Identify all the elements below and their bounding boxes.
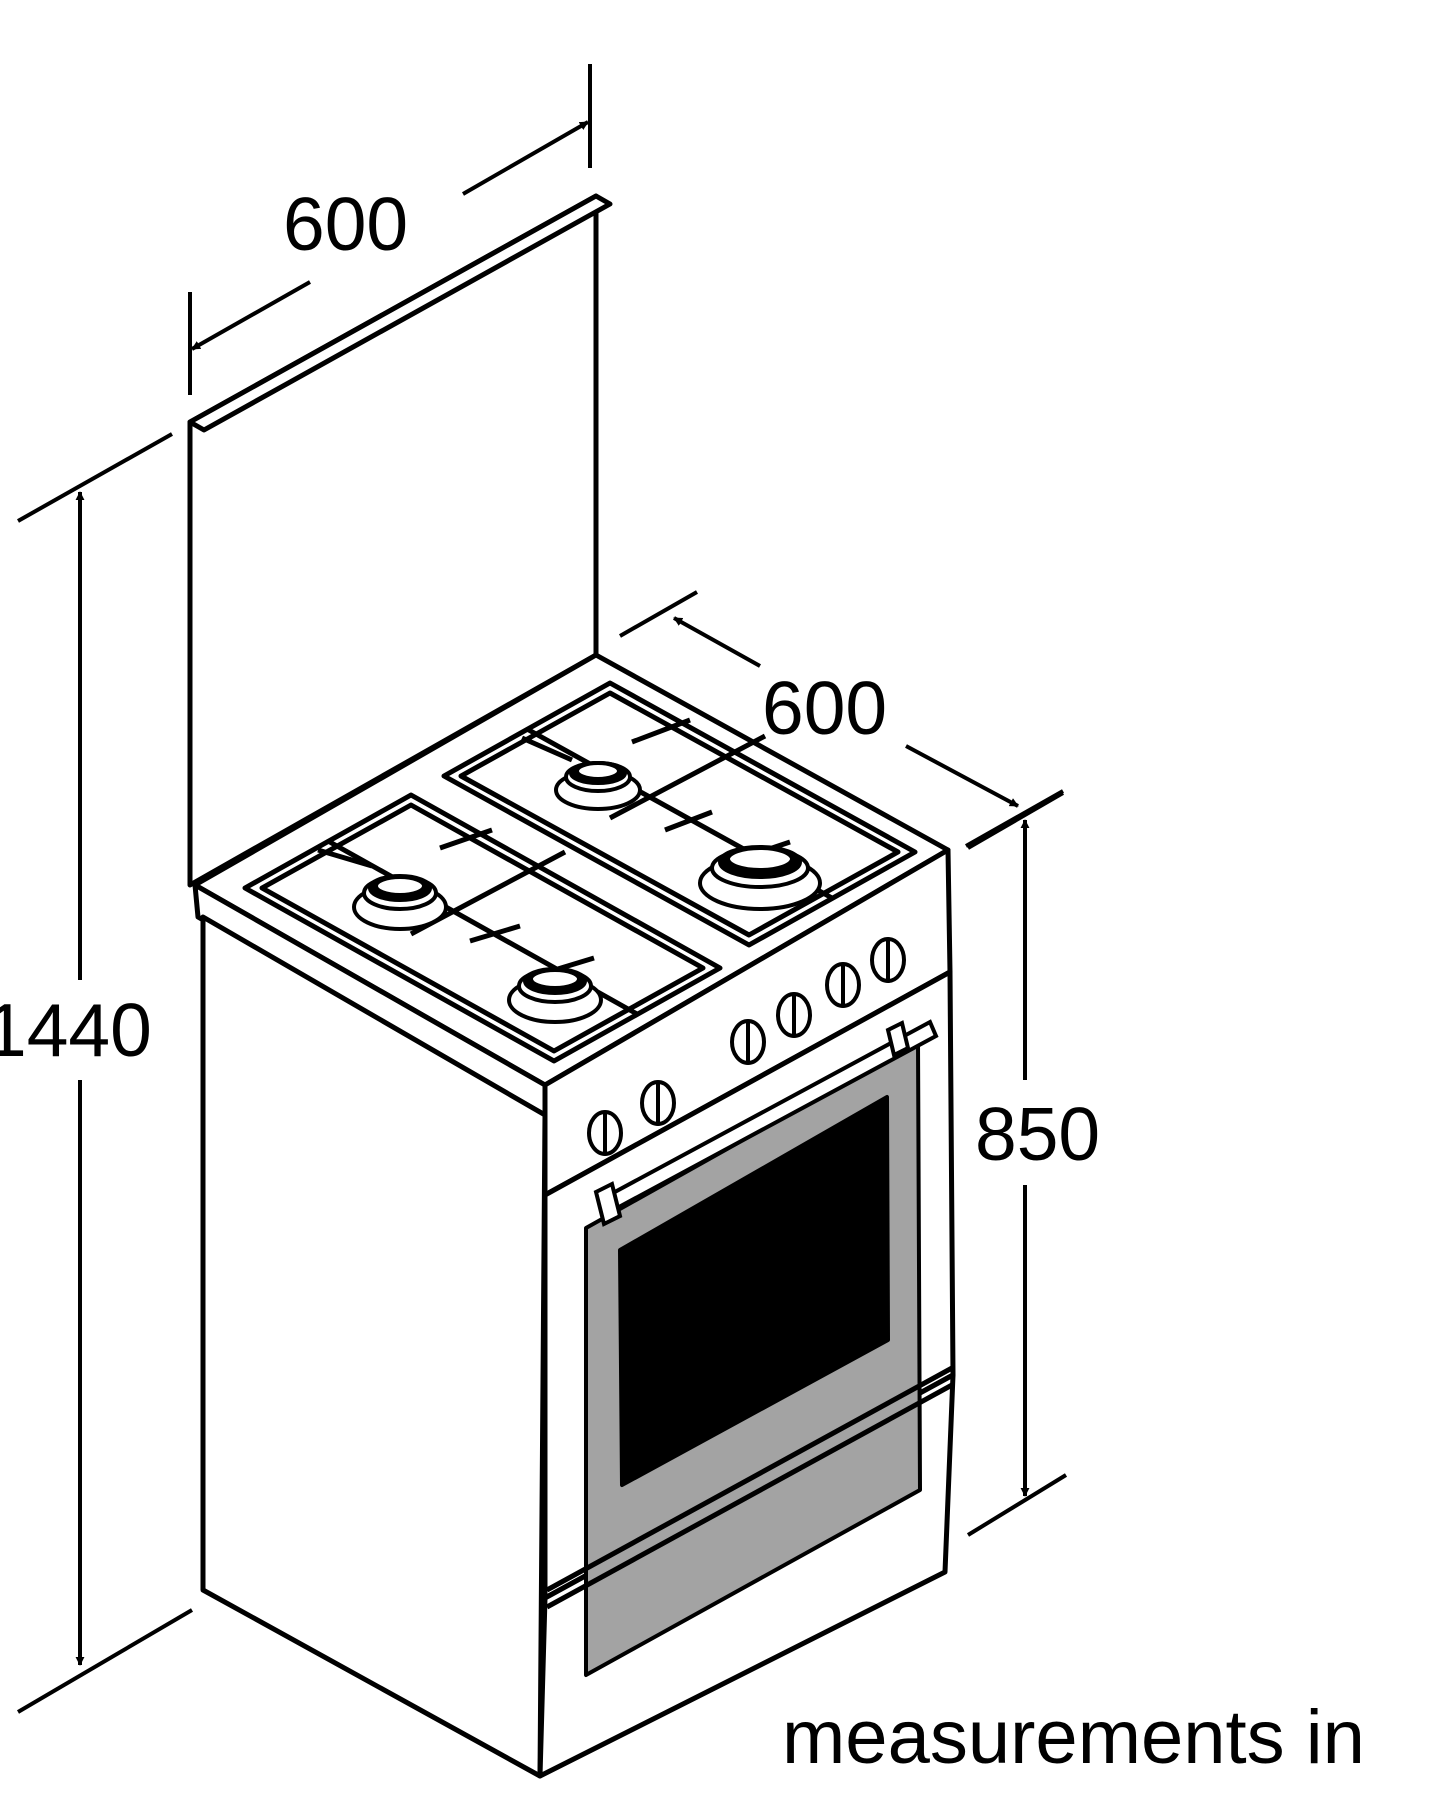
extension-line-body-bottom (966, 1473, 1068, 1537)
extension-line-total-bottom (16, 1608, 194, 1714)
backguard (187, 193, 613, 888)
burner-rear-right-wok (698, 845, 822, 911)
arrow-width-right (462, 120, 589, 196)
dimension-lines (16, 64, 1068, 1714)
oven-window (584, 1040, 922, 1677)
extension-line-depth-back (619, 590, 698, 638)
knob-6 (870, 937, 906, 983)
burner-rear-left (554, 761, 642, 811)
oven-door-handle (593, 1019, 939, 1227)
burners (352, 761, 822, 1024)
knob-4 (776, 992, 812, 1038)
measurements-caption: measurements in (782, 1695, 1365, 1780)
extension-line-body-top (966, 791, 1065, 850)
label-total-height: 1440 (0, 988, 152, 1072)
handle-end-left (593, 1181, 623, 1227)
knob-2 (640, 1080, 676, 1126)
label-body-height: 850 (975, 1092, 1100, 1176)
arrow-depth-back (673, 616, 761, 668)
label-backguard-width: 600 (283, 182, 408, 266)
knob-1 (587, 1110, 623, 1156)
burner-front-right (507, 967, 603, 1024)
control-knobs (587, 937, 906, 1156)
knob-5 (825, 962, 861, 1008)
backguard-top-rail (187, 193, 613, 433)
knob-3 (730, 1019, 766, 1065)
burner-front-left (352, 874, 448, 931)
arrow-depth-front (905, 744, 1019, 808)
dimension-labels: 600 600 1440 850 (0, 182, 1100, 1176)
arrow-width-left (191, 280, 311, 351)
drawer-trim (545, 1365, 954, 1610)
extension-line-total-top (17, 432, 173, 523)
label-depth: 600 (762, 666, 887, 750)
handle-end-right (885, 1020, 911, 1058)
oven-window-glass (618, 1095, 890, 1487)
